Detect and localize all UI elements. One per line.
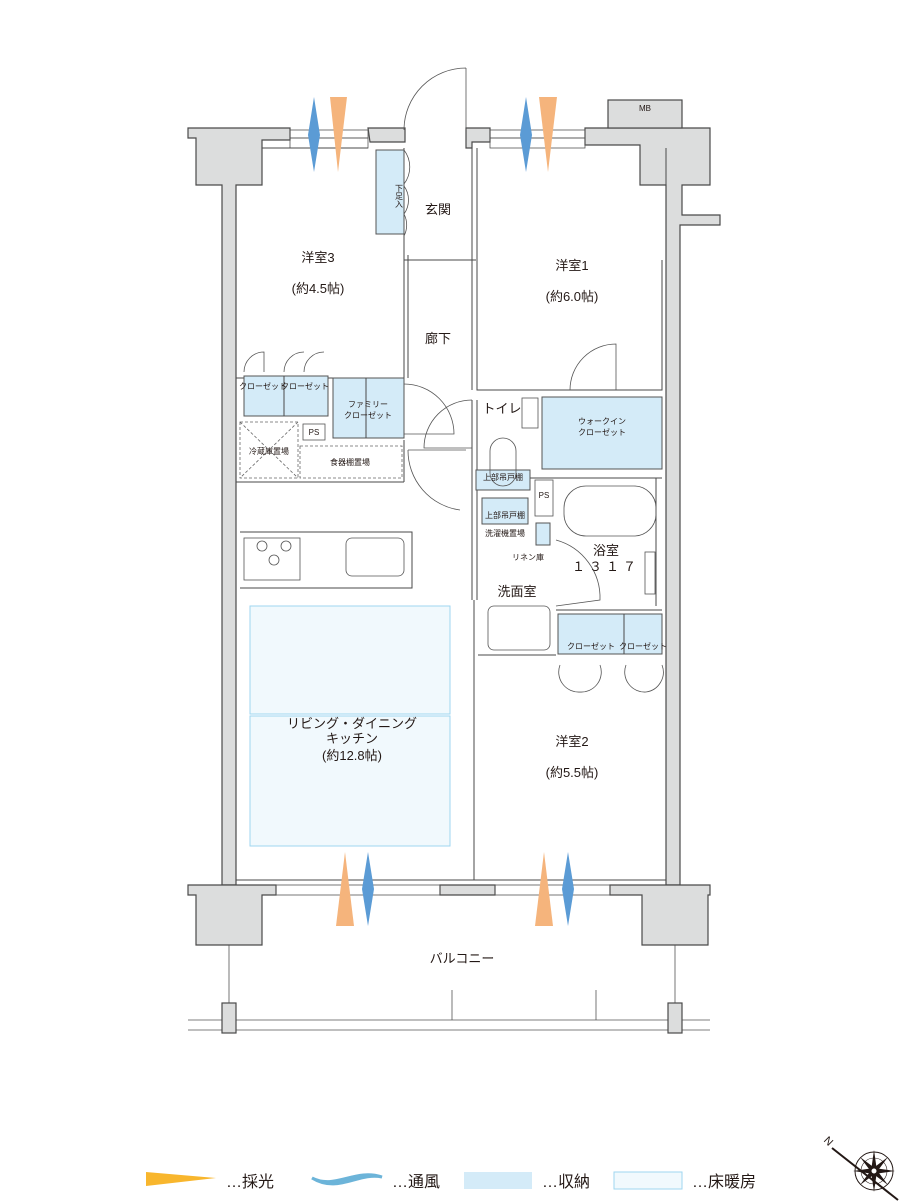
light-arrow-icon bbox=[539, 97, 557, 172]
room-labels: 洋室3 (約4.5帖) 洋室1 (約6.0帖) 洋室2 (約5.5帖) 玄関 下… bbox=[239, 104, 667, 966]
shoe-box-label: 下足入 bbox=[395, 184, 404, 208]
windows bbox=[275, 129, 611, 896]
light-arrow-icon bbox=[330, 97, 347, 172]
family-closet-label-2: クローゼット bbox=[344, 410, 392, 420]
floor-heating-legend-swatch bbox=[613, 1171, 683, 1190]
linen-closet-label: リネン庫 bbox=[512, 552, 544, 562]
floor-heating-areas bbox=[249, 605, 451, 847]
closet-label: クローゼット bbox=[619, 641, 667, 651]
balcony bbox=[188, 945, 710, 1034]
ldk-label-2: キッチン bbox=[326, 731, 378, 746]
legend-storage-label: …収納 bbox=[542, 1173, 590, 1191]
wind-arrow-icon bbox=[520, 97, 532, 172]
walkin-closet-label-2: クローゼット bbox=[578, 427, 626, 437]
storage-legend-swatch bbox=[464, 1172, 532, 1189]
entrance-door bbox=[403, 67, 467, 131]
legend-wind-label: …通風 bbox=[392, 1173, 440, 1191]
washroom-label: 洗面室 bbox=[497, 584, 536, 599]
storage-areas bbox=[239, 149, 663, 655]
bath-label: 浴室 bbox=[593, 543, 619, 558]
fixtures bbox=[243, 397, 657, 651]
closet-label: クローゼット bbox=[239, 381, 287, 391]
north-label: N bbox=[821, 1134, 835, 1148]
burner-icon bbox=[280, 540, 292, 552]
corridor-label: 廊下 bbox=[425, 331, 451, 346]
exterior-walls bbox=[187, 99, 721, 946]
family-closet-label-1: ファミリー bbox=[348, 400, 388, 409]
light-arrow-icon bbox=[535, 852, 553, 926]
closet-label: クローゼット bbox=[281, 381, 329, 391]
washer-space-label: 洗濯機置場 bbox=[485, 528, 525, 538]
upper-cabinet-label: 上部吊戸棚 bbox=[485, 510, 525, 520]
ldk-size-label: (約12.8帖) bbox=[322, 748, 382, 763]
room-western2-size: (約5.5帖) bbox=[546, 765, 599, 780]
wind-legend-icon bbox=[311, 1173, 383, 1186]
room-western1-size: (約6.0帖) bbox=[546, 289, 599, 304]
wind-arrow-icon bbox=[308, 97, 320, 172]
legend: …採光 …通風 …収納 …床暖房 bbox=[146, 1171, 756, 1191]
burner-icon bbox=[268, 554, 280, 566]
doors bbox=[243, 149, 664, 693]
entrance-label: 玄関 bbox=[425, 202, 451, 217]
fridge-space-label: 冷蔵庫置場 bbox=[249, 446, 289, 456]
wind-arrow-icon bbox=[562, 852, 574, 926]
light-arrow-icon bbox=[336, 852, 354, 926]
walkin-closet-label-1: ウォークイン bbox=[578, 417, 626, 426]
toilet-label: トイレ bbox=[482, 401, 521, 416]
balcony-label: バルコニー bbox=[430, 951, 495, 966]
legend-floor-heating-label: …床暖房 bbox=[692, 1173, 756, 1191]
room-western1-name: 洋室1 bbox=[555, 258, 588, 273]
closet-label: クローゼット bbox=[567, 641, 615, 651]
airflow-arrows bbox=[308, 97, 574, 926]
legend-light-label: …採光 bbox=[226, 1173, 274, 1191]
upper-cabinet-label: 上部吊戸棚 bbox=[483, 472, 523, 482]
wind-arrow-icon bbox=[362, 852, 374, 926]
mb-label: MB bbox=[639, 104, 651, 113]
ps-label: PS bbox=[309, 428, 320, 437]
compass-icon: N bbox=[821, 1134, 899, 1201]
room-western2-name: 洋室2 bbox=[555, 734, 588, 749]
room-western3-size: (約4.5帖) bbox=[292, 281, 345, 296]
light-legend-icon bbox=[146, 1172, 216, 1186]
ldk-label-1: リビング・ダイニング bbox=[287, 716, 417, 731]
ps-label: PS bbox=[539, 491, 550, 500]
bath-size-label: １３１７ bbox=[572, 559, 640, 574]
cupboard-space-label: 食器棚置場 bbox=[330, 457, 370, 467]
burner-icon bbox=[256, 540, 268, 552]
room-western3-name: 洋室3 bbox=[301, 250, 334, 265]
